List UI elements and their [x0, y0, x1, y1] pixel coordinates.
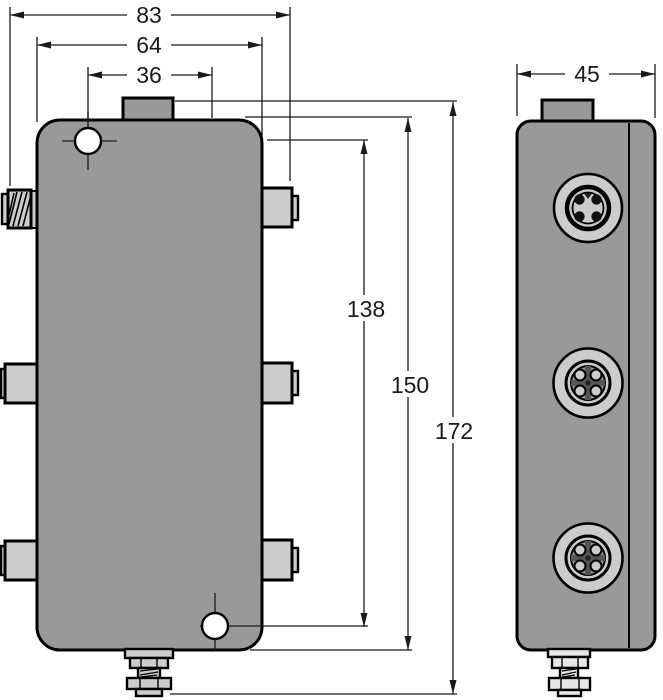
mounting-hole-top-left	[62, 112, 117, 170]
dim-label-body-width: 64	[136, 32, 162, 58]
thread-hatching	[8, 191, 31, 227]
front-top-connector-block	[121, 96, 175, 122]
threaded-connector-left-top	[0, 188, 39, 230]
dim-hole-spacing-horizontal: 36	[88, 62, 212, 88]
port-tab-right-middle	[260, 361, 300, 405]
dim-label-hole-spacing-vertical: 138	[347, 296, 385, 322]
port-tab-left-middle	[0, 362, 39, 405]
dim-body-height: 150	[382, 118, 438, 650]
side-top-connector-block	[540, 98, 595, 123]
front-body	[35, 118, 264, 652]
dim-label-side-depth: 45	[574, 61, 600, 87]
dim-overall-width: 83	[10, 2, 290, 28]
cable-gland-front	[123, 647, 175, 698]
mounting-hole-bottom-right	[200, 593, 368, 651]
dim-label-overall-width: 83	[136, 2, 162, 28]
port-tab-right-bottom	[260, 538, 300, 582]
gland-thread-lines	[139, 668, 159, 678]
side-view: 45	[515, 61, 657, 698]
gland-thread-lines	[561, 668, 577, 678]
keying-notch	[584, 193, 592, 199]
dim-label-overall-height: 172	[435, 418, 473, 444]
port-tab-left-bottom	[0, 539, 39, 582]
front-view: 83 64 36 138	[0, 2, 482, 698]
m8-socket-top	[552, 172, 624, 244]
dim-body-width: 64	[37, 32, 262, 58]
dim-label-body-height: 150	[391, 372, 429, 398]
dim-side-depth: 45	[517, 61, 655, 87]
port-tab-right-top	[260, 186, 300, 229]
dim-hole-spacing-vertical: 138	[338, 140, 394, 627]
m12-socket-bottom	[552, 522, 624, 594]
m12-socket-middle	[552, 347, 624, 419]
extension-lines-side	[516, 64, 656, 118]
dim-overall-height: 172	[426, 102, 482, 694]
cable-gland-side	[546, 647, 592, 698]
dim-label-hole-spacing-horizontal: 36	[136, 62, 162, 88]
